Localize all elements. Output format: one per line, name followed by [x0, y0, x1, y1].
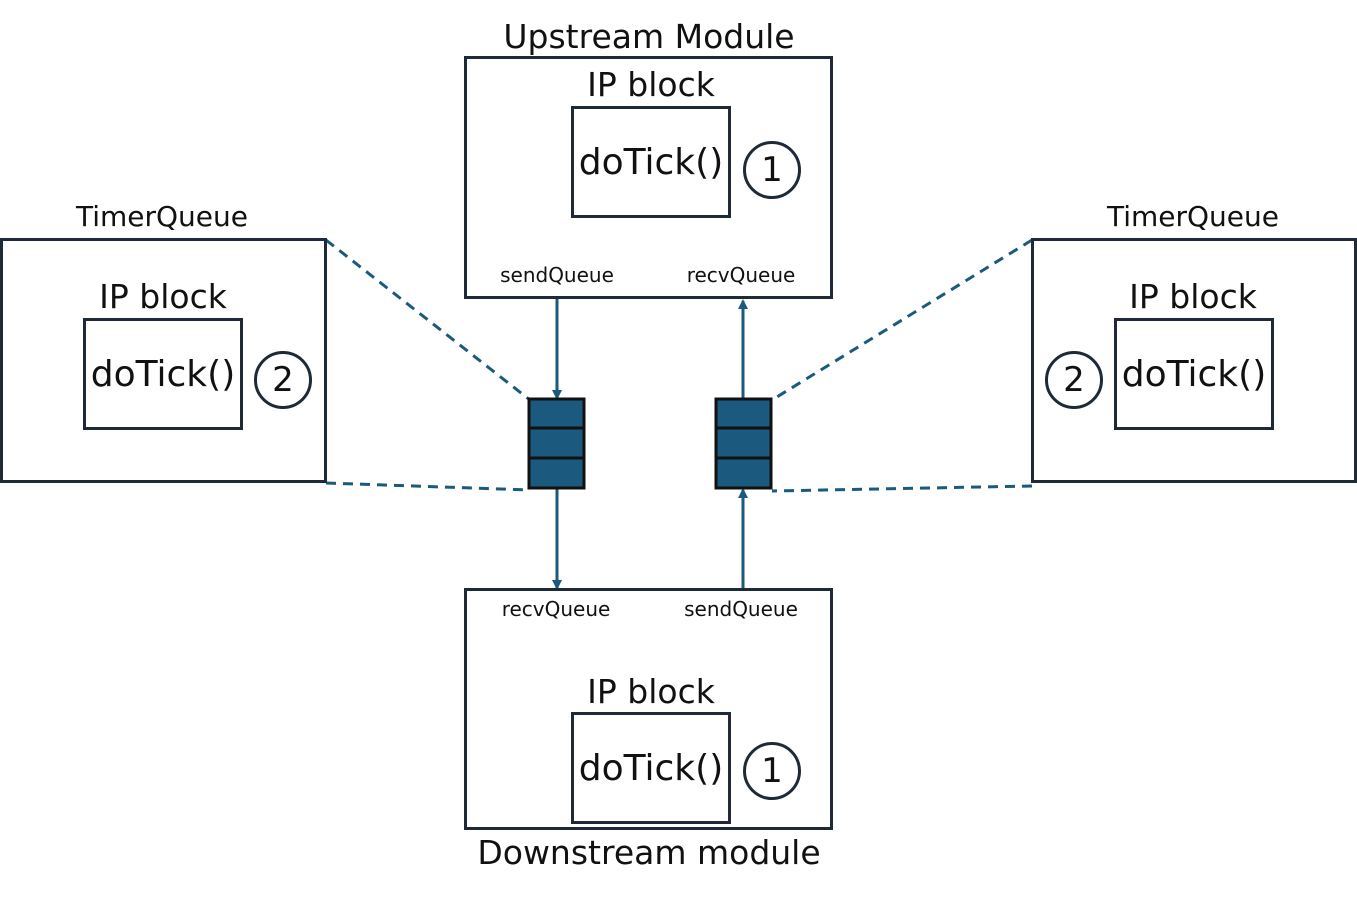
- right-timerqueue-box: [1031, 238, 1357, 483]
- right-order-number: 2: [1063, 360, 1085, 400]
- downstream-module-box: [464, 588, 833, 830]
- downstream-dotick-box: doTick(): [571, 712, 731, 824]
- right-dotick-label: doTick(): [1121, 353, 1267, 395]
- upstream-order-number: 1: [761, 150, 783, 190]
- right-ip-block-label: IP block: [1129, 277, 1257, 316]
- upstream-dotick-label: doTick(): [578, 141, 724, 183]
- left-dotick-label: doTick(): [90, 353, 236, 395]
- left-timerqueue-title: TimerQueue: [75, 200, 249, 233]
- queue-left: [527, 397, 586, 490]
- left-dotick-box: doTick(): [83, 318, 243, 430]
- queue-right: [714, 397, 773, 490]
- upstream-module-title: Upstream Module: [503, 17, 795, 56]
- left-timerqueue-box: [0, 238, 327, 483]
- downstream-ip-block-label: IP block: [587, 672, 715, 711]
- right-zoom-line-bottom: [771, 484, 1033, 493]
- right-dotick-box: doTick(): [1114, 318, 1274, 430]
- left-ip-block-label: IP block: [99, 277, 227, 316]
- downstream-order-number: 1: [761, 751, 783, 791]
- upstream-recv-queue-label: recvQueue: [686, 263, 796, 287]
- downstream-recv-queue-label: recvQueue: [501, 597, 611, 621]
- downstream-send-queue-label: sendQueue: [684, 597, 798, 621]
- left-order-number: 2: [272, 360, 294, 400]
- upstream-order-marker: 1: [743, 141, 801, 199]
- right-order-marker: 2: [1045, 351, 1103, 409]
- upstream-ip-block-label: IP block: [587, 65, 715, 104]
- left-order-marker: 2: [254, 351, 312, 409]
- left-zoom-line-bottom: [325, 481, 531, 492]
- upstream-send-queue-label: sendQueue: [500, 263, 614, 287]
- downstream-order-marker: 1: [743, 742, 801, 800]
- right-timerqueue-title: TimerQueue: [1106, 200, 1280, 233]
- upstream-module-box: [464, 56, 833, 299]
- downstream-dotick-label: doTick(): [578, 747, 724, 789]
- downstream-module-title: Downstream module: [477, 833, 821, 872]
- left-zoom-line-top: [325, 238, 531, 402]
- upstream-dotick-box: doTick(): [571, 106, 731, 218]
